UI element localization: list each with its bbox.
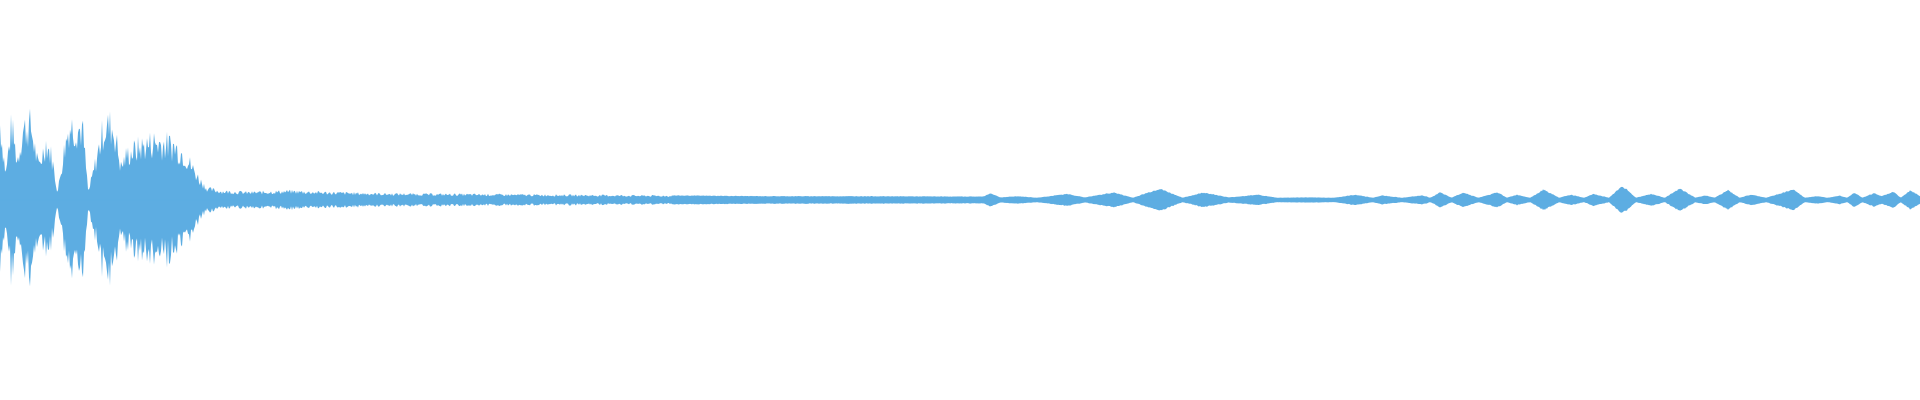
waveform-shape <box>0 108 1920 287</box>
waveform-fill-group <box>0 108 1920 287</box>
